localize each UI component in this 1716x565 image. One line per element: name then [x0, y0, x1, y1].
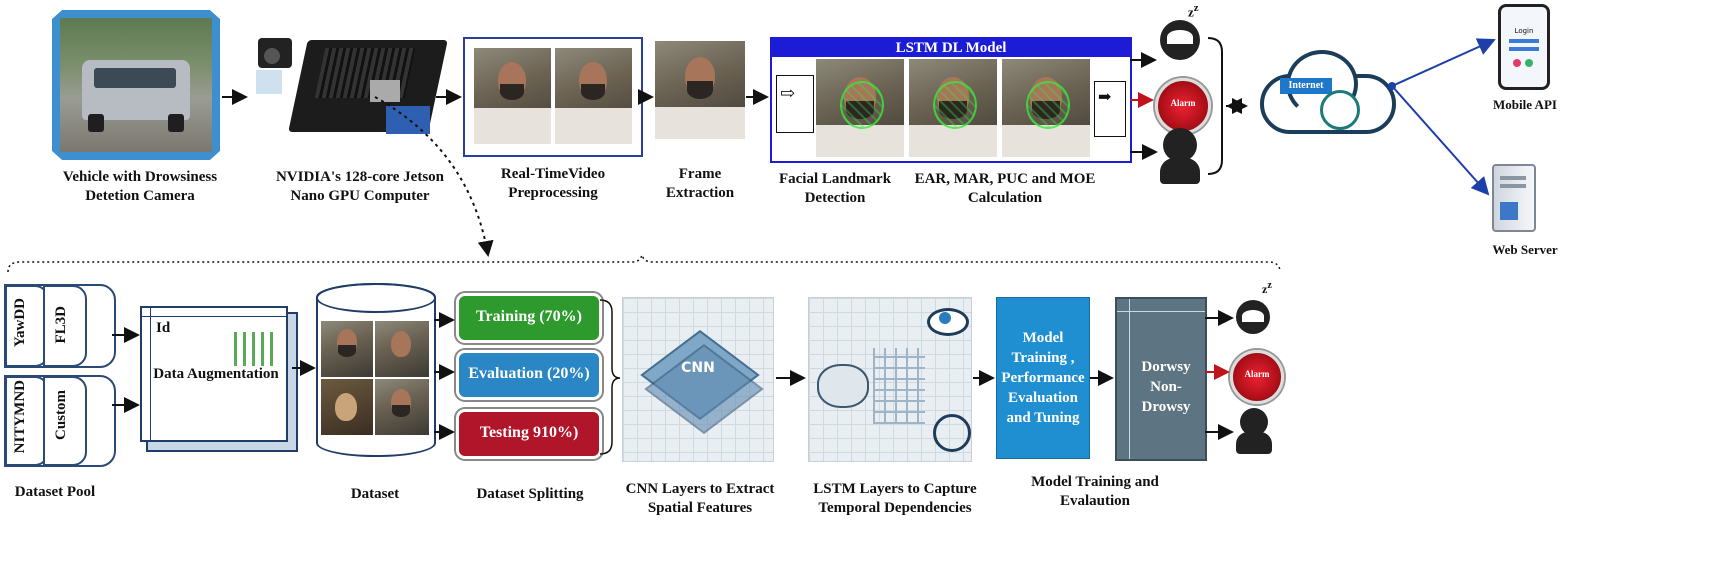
frame-extraction-image: [655, 41, 745, 139]
jetson-caption: NVIDIA's 128-core Jetson Nano GPU Comput…: [275, 169, 445, 204]
cloud-icon: Internet: [1250, 44, 1396, 134]
split-caption: Dataset Splitting: [476, 486, 584, 502]
landmark-face-1: [816, 59, 904, 157]
circuit-icon: [234, 332, 278, 366]
alarm-label-bottom: Alarm: [1244, 369, 1270, 379]
cnn-center-label: CNN: [681, 360, 715, 376]
web-server-caption: Web Server: [1492, 242, 1558, 257]
alarm-icon-top: [1155, 78, 1211, 134]
vehicle-caption: Vehicle with Drowsiness Detetion Camera: [62, 169, 218, 204]
web-server-icon: [1492, 164, 1536, 232]
jetson-nano-image: [250, 18, 450, 158]
input-document-icon: [776, 75, 814, 133]
drowsy-result-box: Dorwsy Non-Drowsy: [1115, 297, 1207, 461]
internet-label: Internet: [1280, 78, 1332, 94]
dataset-cylinder: [316, 283, 436, 457]
brain-icon: [817, 364, 869, 408]
preprocessing-frame: [463, 37, 643, 157]
augmentation-id: Id: [156, 320, 171, 336]
dataset-fl3d-label: FL3D: [53, 306, 69, 344]
dataset-nitymnd-label: NITYMND: [12, 380, 28, 454]
awake-driver-icon-bottom: [1240, 408, 1268, 436]
landmark-face-2: [909, 59, 997, 157]
globe-icon: [1320, 90, 1360, 130]
mobile-phone-icon: Login: [1498, 4, 1550, 90]
landmark-caption: Facial Landmark Detection: [778, 171, 892, 206]
awake-driver-icon-top: [1163, 128, 1197, 162]
output-document-icon: [1094, 81, 1126, 137]
cnn-illustration: CNN: [622, 297, 774, 462]
dataset-yawdd-label: YawDD: [12, 298, 28, 348]
lstm-caption: LSTM Layers to Capture Temporal Dependen…: [813, 481, 977, 516]
dataset-caption: Dataset: [350, 486, 400, 502]
alarm-icon-bottom: [1230, 350, 1284, 404]
vehicle-camera-photo: [52, 10, 220, 160]
steering-wheel-icon: [933, 414, 971, 452]
zzz-icon-bottom: zz: [1262, 280, 1272, 296]
training-caption: Model Training and Evalaution: [1031, 474, 1159, 509]
alarm-label-top: Alarm: [1170, 98, 1196, 108]
zzz-icon-top: zz: [1188, 2, 1199, 20]
lstm-illustration: [808, 297, 972, 462]
lstm-model-box: LSTM DL Model ⇨ ➡: [770, 37, 1132, 163]
dataset-custom-label: Custom: [53, 390, 69, 441]
preprocessing-caption: Real-TimeVideo Preprocessing: [500, 166, 606, 201]
ear-mar-caption: EAR, MAR, PUC and MOE Calculation: [914, 171, 1096, 206]
cnn-caption: CNN Layers to Extract Spatial Features: [625, 481, 775, 516]
mobile-api-caption: Mobile API: [1493, 97, 1557, 112]
landmark-face-3: [1002, 59, 1090, 157]
frame-extraction-caption: Frame Extraction: [665, 166, 735, 201]
drowsy-result-label: Dorwsy Non-Drowsy: [1141, 359, 1191, 415]
split-training: Training (70%): [456, 293, 602, 343]
mobile-login-text: Login: [1514, 27, 1534, 35]
lstm-model-title: LSTM DL Model: [772, 39, 1130, 57]
model-training-box: Model Training , Performance Evaluation …: [996, 297, 1090, 459]
dataset-pool-caption: Dataset Pool: [14, 484, 96, 500]
data-augmentation-box: Id Data Augmentation: [140, 306, 288, 442]
split-evaluation: Evaluation (20%): [456, 350, 602, 400]
augmentation-label: Data Augmentation: [153, 366, 279, 382]
split-testing: Testing 910%): [456, 409, 602, 459]
dataset-custom: [43, 376, 87, 466]
model-training-label: Model Training , Performance Evaluation …: [1001, 330, 1085, 426]
